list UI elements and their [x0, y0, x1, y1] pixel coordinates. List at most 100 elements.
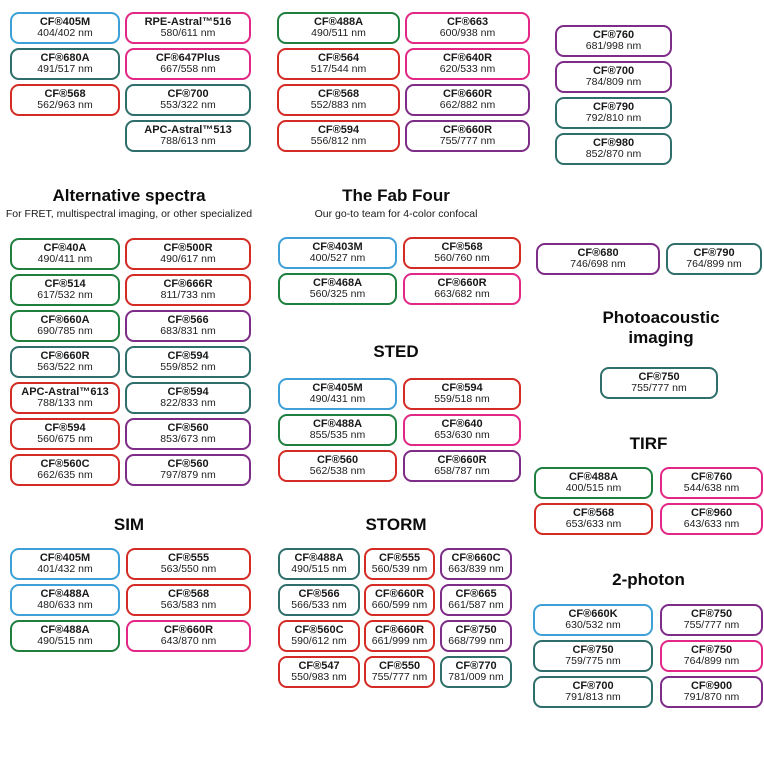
2-photon-title: 2-photon	[612, 570, 685, 589]
dye-name: CF®405M	[39, 551, 91, 564]
dye-pill: CF®555 560/539 nm	[364, 548, 435, 580]
section-header-tirf: TIRF	[534, 434, 763, 454]
sim-title: SIM	[113, 515, 145, 534]
dye-pill: CF®594 556/812 nm	[277, 120, 400, 152]
storm-column-3: CF®660C 663/839 nm CF®665 661/587 nm CF®…	[440, 548, 512, 688]
dye-excitation-emission: 755/777 nm	[683, 619, 740, 632]
dye-excitation-emission: 550/983 nm	[291, 671, 347, 684]
dye-name: CF®660R	[163, 623, 214, 636]
dye-excitation-emission: 643/870 nm	[160, 635, 217, 648]
dye-excitation-emission: 600/938 nm	[439, 27, 496, 40]
dye-pill: CF®564 517/544 nm	[277, 48, 400, 80]
top-block-column-5: CF®760 681/998 nm CF®700 784/809 nm CF®7…	[555, 25, 672, 165]
dye-pill: CF®666R 811/733 nm	[125, 274, 251, 306]
dye-excitation-emission: 755/777 nm	[631, 382, 687, 395]
dye-pill: CF®680 746/698 nm	[536, 243, 660, 275]
dye-excitation-emission: 480/633 nm	[37, 599, 93, 612]
dye-excitation-emission: 788/613 nm	[160, 135, 216, 148]
fab-four-title: The Fab Four	[342, 186, 450, 205]
dye-pill: CF®568 560/760 nm	[403, 237, 521, 269]
dye-pill: CF®594 559/518 nm	[403, 378, 521, 410]
dye-excitation-emission: 490/511 nm	[311, 27, 366, 40]
alternative-spectra-subtitle: For FRET, multispectral imaging, or othe…	[5, 208, 253, 221]
dye-pill: CF®514 617/532 nm	[10, 274, 120, 306]
dye-pill: CF®488A 480/633 nm	[10, 584, 120, 616]
dye-name: CF®790	[592, 100, 635, 113]
dye-pill: CF®770 781/009 nm	[440, 656, 512, 688]
dye-excitation-emission: 690/785 nm	[37, 325, 93, 338]
dye-excitation-emission: 855/535 nm	[309, 429, 366, 442]
sim-column-2: CF®555 563/550 nm CF®568 563/583 nm CF®6…	[126, 548, 251, 652]
dye-pill: CF®547 550/983 nm	[278, 656, 360, 688]
dye-pill: CF®660K 630/532 nm	[533, 604, 653, 636]
section-header-alternative-spectra: Alternative spectra For FRET, multispect…	[0, 186, 258, 220]
dye-name: CF®660R	[442, 87, 493, 100]
dye-pill: CF®403M 400/527 nm	[278, 237, 397, 269]
fab-four-column-2: CF®568 560/760 nm CF®660R 663/682 nm	[403, 237, 521, 305]
dye-excitation-emission: 784/809 nm	[585, 76, 642, 89]
dye-excitation-emission: 788/133 nm	[37, 397, 93, 410]
top-block-column-3: CF®488A 490/511 nm CF®564 517/544 nm CF®…	[277, 12, 400, 152]
dye-pill: CF®665 661/587 nm	[440, 584, 512, 616]
dye-pill: CF®488A 855/535 nm	[278, 414, 397, 446]
dye-pill: CF®500R 490/617 nm	[125, 238, 251, 270]
dye-pill: CF®640 653/630 nm	[403, 414, 521, 446]
dye-excitation-emission: 781/009 nm	[448, 671, 504, 684]
section-header-2-photon: 2-photon	[534, 570, 763, 590]
fab-four-subtitle: Our go-to team for 4-color confocal	[314, 208, 478, 221]
dye-name: CF®566	[298, 587, 340, 600]
dye-name: CF®560	[167, 457, 209, 470]
dye-excitation-emission: 562/963 nm	[37, 99, 93, 112]
dye-excitation-emission: 791/870 nm	[683, 691, 740, 704]
dye-excitation-emission: 563/550 nm	[160, 563, 217, 576]
dye-excitation-emission: 560/325 nm	[309, 288, 366, 301]
dye-name: CF®660R	[374, 623, 425, 636]
dye-name: CF®750	[455, 623, 497, 636]
dye-name: CF®790	[693, 246, 735, 259]
dye-name: APC-Astral™613	[21, 385, 109, 398]
tirf-column-1: CF®488A 400/515 nm CF®568 653/633 nm	[534, 467, 653, 535]
sted-title: STED	[373, 342, 419, 361]
dye-pill: CF®660R 660/599 nm	[364, 584, 435, 616]
dye-name: CF®488A	[312, 417, 363, 430]
dye-pill: CF®560C 662/635 nm	[10, 454, 120, 486]
dye-pill: CF®790 792/810 nm	[555, 97, 672, 129]
dye-name: CF®900	[690, 679, 733, 692]
dye-pill: CF®980 852/870 nm	[555, 133, 672, 165]
dye-pill: CF®750 755/777 nm	[660, 604, 763, 636]
2-photon-column-2: CF®750 755/777 nm CF®750 764/899 nm CF®9…	[660, 604, 763, 708]
dye-pill: CF®700 784/809 nm	[555, 61, 672, 93]
alternative-spectra-column-2: CF®500R 490/617 nm CF®666R 811/733 nm CF…	[125, 238, 251, 486]
dye-pill: CF®960 643/633 nm	[660, 503, 763, 535]
dye-excitation-emission: 544/638 nm	[683, 482, 740, 495]
dye-name: CF®488A	[294, 551, 344, 564]
dye-name: CF®488A	[40, 623, 90, 636]
dye-name: CF®660R	[374, 587, 425, 600]
dye-pill: CF®663 600/938 nm	[405, 12, 530, 44]
dye-pill: CF®660R 563/522 nm	[10, 346, 120, 378]
dye-excitation-emission: 553/322 nm	[160, 99, 216, 112]
dye-pill: APC-Astral™513 788/613 nm	[125, 120, 251, 152]
dye-name: CF®488A	[40, 587, 90, 600]
dye-excitation-emission: 400/515 nm	[565, 482, 622, 495]
dye-excitation-emission: 552/883 nm	[310, 99, 367, 112]
dye-name: CF®405M	[39, 15, 91, 28]
sim-column-1: CF®405M 401/432 nm CF®488A 480/633 nm CF…	[10, 548, 120, 652]
dye-pill: CF®568 563/583 nm	[126, 584, 251, 616]
dye-excitation-emission: 563/583 nm	[160, 599, 217, 612]
dye-excitation-emission: 517/544 nm	[310, 63, 367, 76]
storm-column-2: CF®555 560/539 nm CF®660R 660/599 nm CF®…	[364, 548, 435, 688]
dye-name: CF®594	[317, 123, 360, 136]
storm-column-1: CF®488A 490/515 nm CF®566 566/533 nm CF®…	[278, 548, 360, 688]
dye-pill: CF®680A 491/517 nm	[10, 48, 120, 80]
sted-column-1: CF®405M 490/431 nm CF®488A 855/535 nm CF…	[278, 378, 397, 482]
dye-excitation-emission: 791/813 nm	[565, 691, 621, 704]
dye-name: CF®560	[167, 421, 209, 434]
dye-name: CF®560	[316, 453, 359, 466]
dye-pill: CF®560C 590/612 nm	[278, 620, 360, 652]
dye-excitation-emission: 401/432 nm	[37, 563, 93, 576]
dye-excitation-emission: 662/635 nm	[37, 469, 93, 482]
dye-excitation-emission: 563/522 nm	[37, 361, 93, 374]
dye-excitation-emission: 759/775 nm	[565, 655, 621, 668]
dye-excitation-emission: 559/518 nm	[434, 393, 490, 406]
